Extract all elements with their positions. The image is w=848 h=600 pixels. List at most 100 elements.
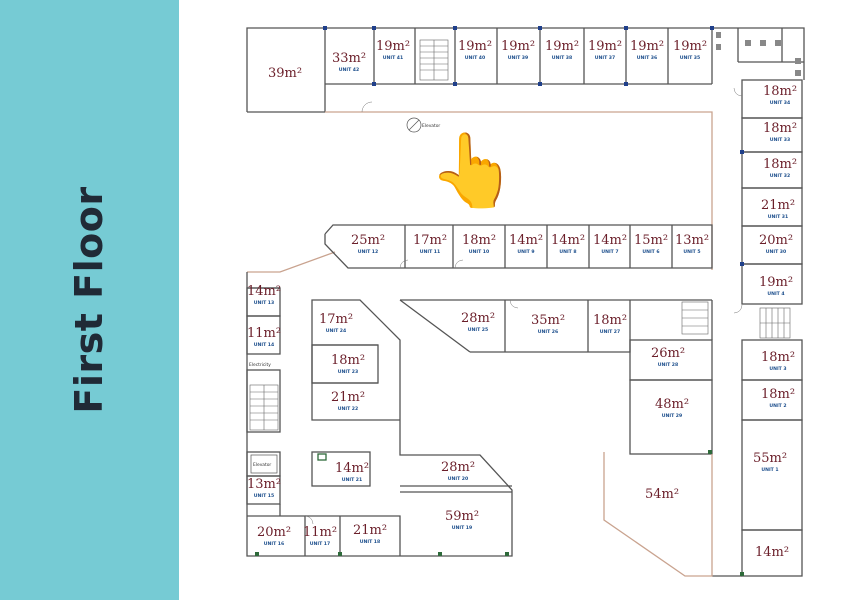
unit-label: UNIT 7 xyxy=(601,249,618,255)
unit-area: 14m² xyxy=(335,461,369,476)
unit-area: 19m² xyxy=(501,39,535,54)
unit-area: 18m² xyxy=(761,387,795,402)
unit-area: 18m² xyxy=(331,353,365,368)
unit-label: UNIT 8 xyxy=(559,249,576,255)
unit-label: UNIT 40 xyxy=(465,55,485,61)
unit-label: UNIT 34 xyxy=(770,100,790,106)
unit-area: 14m² xyxy=(551,233,585,248)
unit-label: UNIT 38 xyxy=(552,55,572,61)
electricity-label: Electricity xyxy=(249,362,271,368)
unit-label: UNIT 30 xyxy=(766,249,786,255)
pointing-hand-icon: 👆 xyxy=(428,128,518,212)
unit-label: UNIT 13 xyxy=(254,300,274,306)
unit-label: UNIT 19 xyxy=(452,525,472,531)
unit-area: 25m² xyxy=(351,233,385,248)
unit-area: 14m² xyxy=(247,284,281,299)
unit-area: 54m² xyxy=(645,487,679,502)
unit-area: 21m² xyxy=(761,198,795,213)
unit-area: 14m² xyxy=(509,233,543,248)
unit-area: 14m² xyxy=(593,233,627,248)
staircase-center xyxy=(681,301,709,335)
unit-area: 19m² xyxy=(759,275,793,290)
unit-area: 35m² xyxy=(531,313,565,328)
unit-area: 18m² xyxy=(763,157,797,172)
elevator-left: Elevator xyxy=(250,454,278,474)
unit-label: UNIT 32 xyxy=(770,173,790,179)
unit-label: UNIT 14 xyxy=(254,342,274,348)
staircase-right xyxy=(759,307,791,339)
unit-area: 28m² xyxy=(441,460,475,475)
unit-area: 21m² xyxy=(331,390,365,405)
unit-area: 21m² xyxy=(353,523,387,538)
unit-label: UNIT 25 xyxy=(468,327,488,333)
unit-label: UNIT 41 xyxy=(383,55,403,61)
unit-label: UNIT 23 xyxy=(338,369,358,375)
unit-label: UNIT 15 xyxy=(254,493,274,499)
unit-label: UNIT 5 xyxy=(683,249,700,255)
unit-area: 19m² xyxy=(458,39,492,54)
unit-label: UNIT 29 xyxy=(662,413,682,419)
unit-label: UNIT 11 xyxy=(420,249,440,255)
unit-0: 39m² xyxy=(268,66,302,81)
unit-area: 18m² xyxy=(462,233,496,248)
unit-area: 26m² xyxy=(651,346,685,361)
unit-area: 19m² xyxy=(545,39,579,54)
unit-label: UNIT 18 xyxy=(360,539,380,545)
unit-label: UNIT 28 xyxy=(658,362,678,368)
unit-label: UNIT 10 xyxy=(469,249,489,255)
unit-label: UNIT 4 xyxy=(767,291,784,297)
unit-label: UNIT 31 xyxy=(768,214,788,220)
unit-label: UNIT 33 xyxy=(770,137,790,143)
unit-label: UNIT 16 xyxy=(264,541,284,547)
unit-label: UNIT 22 xyxy=(338,406,358,412)
unit-label: UNIT 37 xyxy=(595,55,615,61)
staircase-left xyxy=(249,384,279,431)
elevator-left-label: Elevator xyxy=(253,462,271,468)
unit-area: 14m² xyxy=(755,545,789,560)
unit-label: UNIT 20 xyxy=(448,476,468,482)
unit-area: 19m² xyxy=(673,39,707,54)
unit-area: 17m² xyxy=(413,233,447,248)
unit-area: 11m² xyxy=(303,525,337,540)
unit-label: UNIT 2 xyxy=(769,403,786,409)
sidebar-band: First Floor xyxy=(0,0,179,600)
unit-area: 33m² xyxy=(332,51,366,66)
staircase-top xyxy=(419,39,449,81)
unit-label: UNIT 1 xyxy=(761,467,778,473)
unit-label: UNIT 24 xyxy=(326,328,346,334)
restroom-fixtures xyxy=(716,32,801,76)
elevator-top-label: Elevator xyxy=(422,123,440,129)
unit-18: 14m² xyxy=(755,545,789,560)
unit-area: 19m² xyxy=(376,39,410,54)
unit-area: 11m² xyxy=(247,326,281,341)
unit-label: UNIT 26 xyxy=(538,329,558,335)
unit-area: 13m² xyxy=(247,477,281,492)
unit-label: UNIT 35 xyxy=(680,55,700,61)
